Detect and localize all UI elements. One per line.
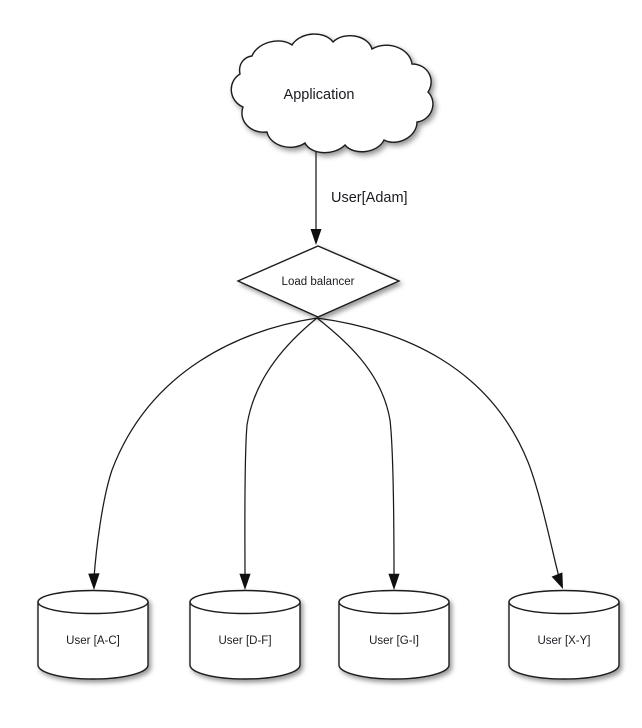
db-gi-body (338, 601, 450, 680)
load-balancer-label: Load balancer (282, 276, 355, 288)
edge-app-to-load-balancer[interactable]: User[Adam] (310, 152, 408, 245)
db-gi-top (338, 589, 450, 615)
db-df-body (189, 601, 301, 680)
node-application[interactable]: Application (230, 33, 434, 154)
edge-lb-df-curve (244, 317, 318, 579)
cloud-shape (230, 33, 434, 154)
db-gi-label: User [G-I] (369, 635, 419, 647)
edge-lb-ac-arrowhead (88, 573, 100, 590)
edge-lb-to-db-xy[interactable] (316, 317, 563, 589)
application-label: Application (284, 87, 355, 103)
node-db-df[interactable]: User [D-F] (189, 589, 301, 680)
edge-lb-gi-curve (316, 317, 395, 579)
db-xy-label: User [X-Y] (537, 635, 590, 647)
edge-app-lb-label: User[Adam] (331, 190, 408, 206)
node-db-ac[interactable]: User [A-C] (37, 589, 149, 680)
edge-lb-to-db-gi[interactable] (316, 317, 400, 590)
edge-lb-ac-curve (93, 317, 318, 579)
node-db-xy[interactable]: User [X-Y] (508, 589, 620, 680)
node-db-gi[interactable]: User [G-I] (338, 589, 450, 680)
node-load-balancer[interactable]: Load balancer (236, 245, 401, 318)
db-ac-top (37, 589, 149, 615)
edge-lb-gi-arrowhead (388, 573, 400, 590)
edge-lb-to-db-df[interactable] (239, 317, 318, 590)
db-df-label: User [D-F] (218, 635, 271, 647)
edge-lb-xy-curve (316, 317, 560, 578)
db-ac-label: User [A-C] (66, 635, 120, 647)
edge-app-lb-arrowhead (310, 229, 322, 245)
db-ac-body (37, 601, 149, 680)
edge-lb-to-db-ac[interactable] (88, 317, 318, 590)
edge-lb-df-arrowhead (239, 573, 251, 590)
db-xy-body (508, 601, 620, 680)
edge-lb-xy-arrowhead (551, 572, 563, 589)
db-df-top (189, 589, 301, 615)
db-xy-top (508, 589, 620, 615)
diamond-shape (236, 245, 401, 318)
